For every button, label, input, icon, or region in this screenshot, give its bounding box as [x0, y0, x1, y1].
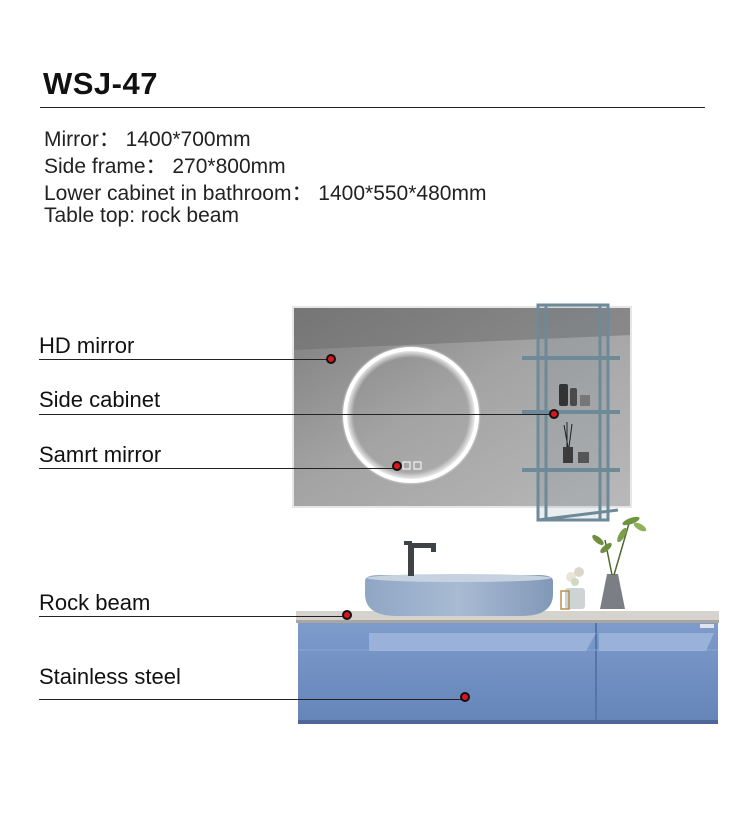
- marker-smart-mirror: [392, 461, 402, 471]
- flower-jar: [565, 567, 585, 609]
- marker-stainless-steel: [460, 692, 470, 702]
- spec-mirror-size: Mirror： 1400*700mm: [44, 128, 251, 151]
- faucet-icon: [404, 541, 436, 576]
- shelf-decor: [559, 384, 590, 463]
- lower-cabinet: [298, 623, 718, 724]
- mirror-ring-light: [343, 347, 479, 483]
- touch-controls-icon: [402, 461, 422, 470]
- basin: [365, 574, 553, 616]
- leader-side-cabinet: [39, 414, 552, 415]
- title-divider: [40, 107, 705, 108]
- marker-rock-beam: [342, 610, 352, 620]
- marker-side-cabinet: [549, 409, 559, 419]
- side-shelf-frame: [522, 303, 620, 522]
- plant-vase: [592, 516, 647, 609]
- gold-frame-decor: [560, 590, 570, 610]
- leader-rock-beam: [39, 616, 344, 617]
- spec-side-frame-size: Side frame： 270*800mm: [44, 155, 286, 178]
- spec-table-top: Table top: rock beam: [44, 204, 239, 227]
- leader-stainless-steel: [39, 699, 462, 700]
- leader-smart-mirror: [39, 468, 394, 469]
- label-side-cabinet: Side cabinet: [39, 387, 161, 412]
- rock-beam-countertop: [296, 611, 719, 623]
- mirror-frame: [292, 306, 632, 508]
- leader-hd-mirror: [39, 359, 328, 360]
- spec-lower-cabinet-size: Lower cabinet in bathroom： 1400*550*480m…: [44, 182, 487, 205]
- product-title: WSJ-47: [43, 66, 158, 101]
- label-stainless-steel: Stainless steel: [39, 664, 181, 689]
- label-hd-mirror: HD mirror: [39, 333, 135, 358]
- label-smart-mirror: Samrt mirror: [39, 442, 162, 467]
- marker-hd-mirror: [326, 354, 336, 364]
- mirror-ring-glow: [341, 345, 481, 485]
- label-rock-beam: Rock beam: [39, 590, 151, 615]
